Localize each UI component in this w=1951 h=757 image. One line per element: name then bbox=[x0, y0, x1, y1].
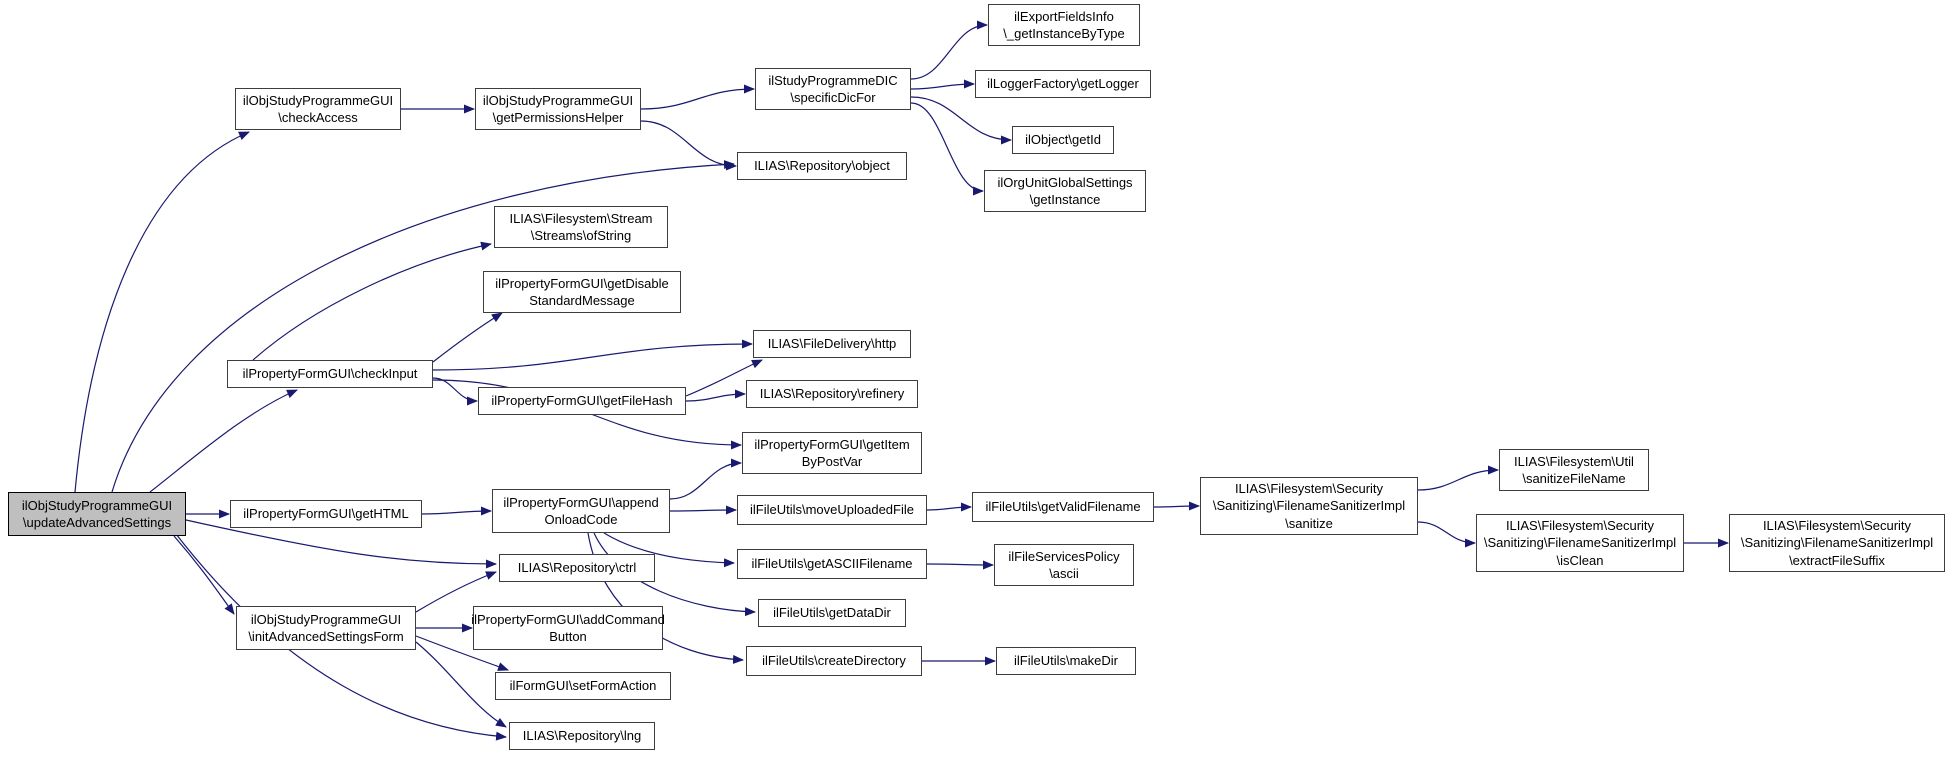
node-setFormAction[interactable]: ilFormGUI\setFormAction bbox=[495, 672, 671, 700]
node-checkInput[interactable]: ilPropertyFormGUI\checkInput bbox=[227, 360, 433, 388]
edge-checkInput-getDisable bbox=[432, 312, 503, 363]
edge-initForm-setFormAction bbox=[415, 635, 509, 671]
edge-update-ctrl bbox=[185, 519, 497, 569]
node-orgUnit[interactable]: ilOrgUnitGlobalSettings \getInstance bbox=[984, 170, 1146, 212]
edge-initForm-lng bbox=[415, 641, 507, 728]
node-specificDicFor[interactable]: ilStudyProgrammeDIC \specificDicFor bbox=[755, 68, 911, 110]
edge-appendOnloadCode-getASCII bbox=[603, 532, 735, 568]
edge-getPermissionsHelper-specificDicFor bbox=[640, 84, 755, 110]
node-refinery[interactable]: ILIAS\Repository\refinery bbox=[746, 380, 918, 408]
node-getASCII[interactable]: ilFileUtils\getASCIIFilename bbox=[737, 549, 927, 579]
node-getValidFilename[interactable]: ilFileUtils\getValidFilename bbox=[972, 492, 1154, 522]
edge-update-checkInput bbox=[149, 389, 298, 493]
node-initForm[interactable]: ilObjStudyProgrammeGUI \initAdvancedSett… bbox=[236, 606, 416, 650]
edge-sanitize-isClean bbox=[1417, 521, 1476, 548]
edge-specificDicFor-getLogger bbox=[910, 79, 975, 90]
node-extract[interactable]: ILIAS\Filesystem\Security \Sanitizing\Fi… bbox=[1729, 514, 1945, 572]
edge-specificDicFor-exportFields bbox=[910, 20, 988, 80]
node-getDataDir[interactable]: ilFileUtils\getDataDir bbox=[758, 599, 906, 627]
node-exportFields[interactable]: ilExportFieldsInfo \_getInstanceByType bbox=[988, 4, 1140, 46]
edge-appendOnloadCode-moveUploadedFile bbox=[669, 505, 737, 515]
edge-checkInput-getFileHash bbox=[432, 377, 478, 406]
edge-update-lng bbox=[175, 533, 507, 741]
node-getItemByPostVar[interactable]: ilPropertyFormGUI\getItem ByPostVar bbox=[742, 432, 922, 474]
node-getHTML[interactable]: ilPropertyFormGUI\getHTML bbox=[230, 500, 422, 528]
node-makeDir[interactable]: ilFileUtils\makeDir bbox=[996, 647, 1136, 675]
node-moveUploadedFile[interactable]: ilFileUtils\moveUploadedFile bbox=[737, 495, 927, 525]
node-ofString[interactable]: ILIAS\Filesystem\Stream \Streams\ofStrin… bbox=[494, 206, 668, 248]
node-addCommandButton[interactable]: ilPropertyFormGUI\addCommand Button bbox=[471, 606, 665, 650]
node-ctrl[interactable]: ILIAS\Repository\ctrl bbox=[499, 554, 655, 582]
edge-getPermissionsHelper-object bbox=[640, 120, 737, 171]
edge-moveUploadedFile-getValidFilename bbox=[926, 502, 972, 512]
edge-getASCII-ascii bbox=[926, 560, 994, 570]
edge-update-initForm bbox=[173, 535, 235, 615]
node-sanitizeFileName[interactable]: ILIAS\Filesystem\Util \sanitizeFileName bbox=[1499, 449, 1649, 491]
node-update[interactable]: ilObjStudyProgrammeGUI \updateAdvancedSe… bbox=[8, 492, 186, 536]
edge-checkInput-ofString bbox=[252, 241, 492, 361]
edge-specificDicFor-orgUnit bbox=[910, 102, 984, 196]
edge-update-object bbox=[111, 160, 735, 493]
node-getId[interactable]: ilObject\getId bbox=[1012, 126, 1114, 154]
edge-update-checkAccess bbox=[74, 131, 250, 493]
edge-getValidFilename-sanitize bbox=[1153, 501, 1200, 511]
node-getPermissionsHelper[interactable]: ilObjStudyProgrammeGUI \getPermissionsHe… bbox=[475, 88, 641, 130]
edge-specificDicFor-getId bbox=[910, 96, 1012, 145]
node-createDirectory[interactable]: ilFileUtils\createDirectory bbox=[746, 646, 922, 676]
edge-appendOnloadCode-getItemByPostVar bbox=[669, 458, 742, 500]
node-ascii[interactable]: ilFileServicesPolicy \ascii bbox=[994, 544, 1134, 586]
edge-checkInput-http bbox=[432, 339, 753, 371]
edge-getFileHash-http bbox=[685, 359, 763, 397]
node-getLogger[interactable]: ilLoggerFactory\getLogger bbox=[975, 70, 1151, 98]
node-http[interactable]: ILIAS\FileDelivery\http bbox=[753, 330, 911, 358]
node-getFileHash[interactable]: ilPropertyFormGUI\getFileHash bbox=[478, 387, 686, 415]
node-lng[interactable]: ILIAS\Repository\lng bbox=[509, 722, 655, 750]
node-checkAccess[interactable]: ilObjStudyProgrammeGUI \checkAccess bbox=[235, 88, 401, 130]
node-sanitize[interactable]: ILIAS\Filesystem\Security \Sanitizing\Fi… bbox=[1200, 477, 1418, 535]
node-isClean[interactable]: ILIAS\Filesystem\Security \Sanitizing\Fi… bbox=[1476, 514, 1684, 572]
node-appendOnloadCode[interactable]: ilPropertyFormGUI\append OnloadCode bbox=[492, 489, 670, 533]
node-object[interactable]: ILIAS\Repository\object bbox=[737, 152, 907, 180]
edge-appendOnloadCode-getDataDir bbox=[593, 532, 756, 617]
edge-initForm-ctrl bbox=[415, 571, 497, 613]
edge-getFileHash-refinery bbox=[685, 389, 746, 402]
node-getDisable[interactable]: ilPropertyFormGUI\getDisable StandardMes… bbox=[483, 271, 681, 313]
edge-sanitize-sanitizeFileName bbox=[1417, 465, 1499, 491]
edge-getHTML-appendOnloadCode bbox=[421, 506, 492, 516]
